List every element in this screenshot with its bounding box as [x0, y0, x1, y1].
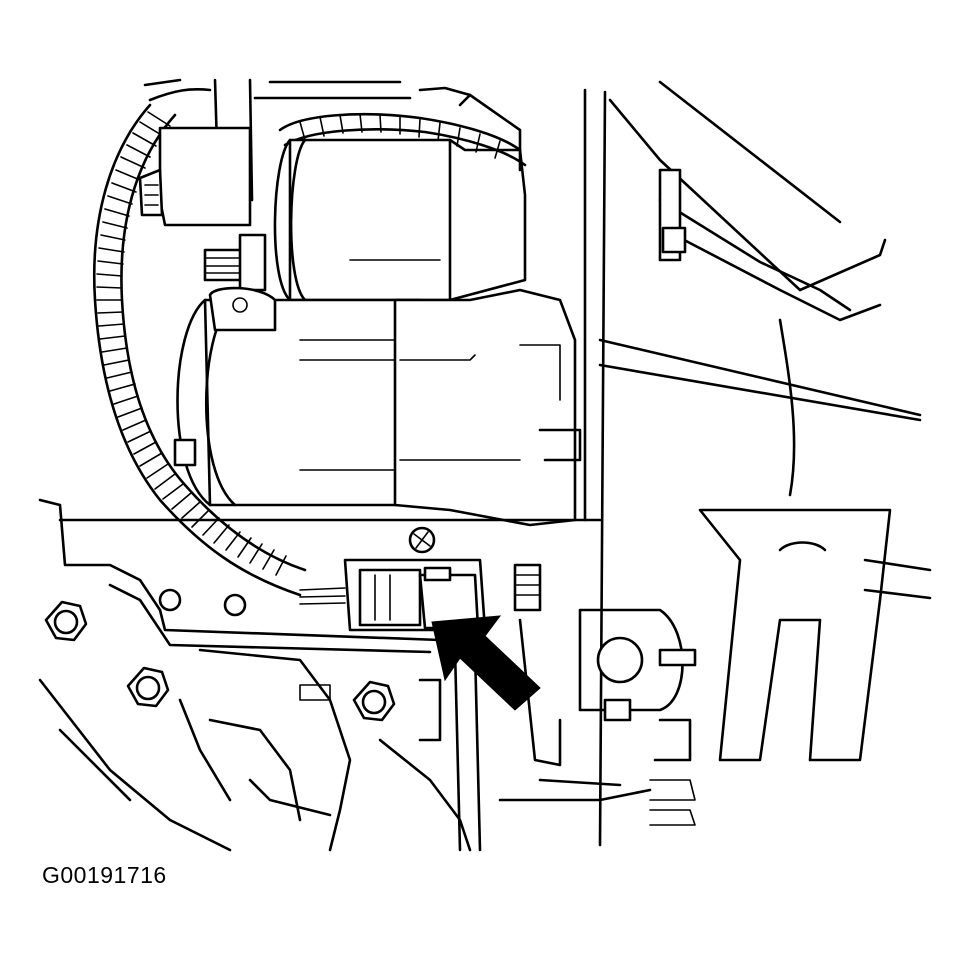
arrow-icon	[431, 615, 541, 711]
figure-id-label: G00191716	[42, 862, 167, 888]
bolt-head-center	[126, 666, 170, 708]
starter-motor-body	[173, 86, 582, 527]
bolt-head-right	[352, 680, 396, 722]
bolt-head-left	[44, 600, 88, 642]
engine-casting	[38, 498, 652, 852]
starter-connector	[343, 526, 542, 632]
wiring-harness	[93, 88, 527, 605]
starter-solenoid	[138, 126, 527, 302]
mounting-bracket	[578, 168, 892, 826]
